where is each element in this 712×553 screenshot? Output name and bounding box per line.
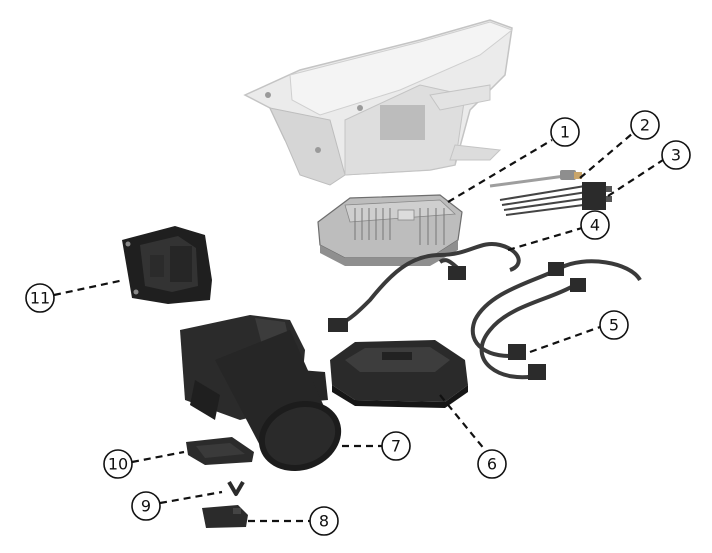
leader-10 <box>131 450 185 464</box>
housing-shell <box>243 19 514 186</box>
leader-5 <box>529 325 601 354</box>
clip-part-9 <box>227 480 245 496</box>
callout-11: 11 <box>25 283 55 313</box>
callout-8: 8 <box>309 506 339 536</box>
callout-5-label: 5 <box>609 316 619 335</box>
leader-lines <box>53 132 664 523</box>
leader-11 <box>53 278 125 297</box>
callout-7: 7 <box>381 431 411 461</box>
leader-3 <box>607 159 664 197</box>
callout-10-label: 10 <box>108 455 128 474</box>
callout-10: 10 <box>103 449 133 479</box>
callout-3-label: 3 <box>671 146 681 165</box>
tray-part-6 <box>330 340 468 408</box>
motor-part-7 <box>180 315 342 472</box>
plate-part-8 <box>202 505 248 528</box>
leader-2 <box>579 132 634 179</box>
callout-6-label: 6 <box>487 455 497 474</box>
callout-1: 1 <box>550 117 580 147</box>
callout-9: 9 <box>131 491 161 521</box>
callout-11-label: 11 <box>30 289 50 308</box>
cable-part-5 <box>470 259 642 380</box>
leader-4 <box>507 226 583 252</box>
callout-8-label: 8 <box>319 512 329 531</box>
callout-2: 2 <box>630 110 660 140</box>
leader-1 <box>447 139 553 203</box>
callout-9-label: 9 <box>141 497 151 516</box>
callout-2-label: 2 <box>640 116 650 135</box>
callout-4-label: 4 <box>590 216 600 235</box>
control-board-part-1 <box>317 194 463 266</box>
fan-module-part-11 <box>122 226 212 304</box>
leader-9 <box>159 490 223 505</box>
cover-part-10 <box>186 437 254 465</box>
callout-6: 6 <box>477 449 507 479</box>
callout-7-label: 7 <box>391 437 401 456</box>
probe-part-2 <box>489 170 582 188</box>
callout-4: 4 <box>580 210 610 240</box>
callout-3: 3 <box>661 140 691 170</box>
callout-1-label: 1 <box>560 123 570 142</box>
callout-5: 5 <box>599 310 629 340</box>
wire-bundle-part-3 <box>499 182 612 216</box>
